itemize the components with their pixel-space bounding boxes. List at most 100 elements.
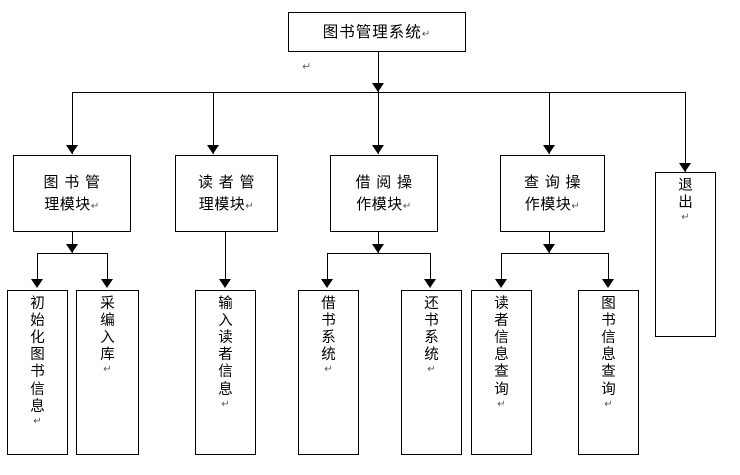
arrow-bus-to-reader-management bbox=[207, 145, 219, 154]
pilcrow-mark: ↵ bbox=[604, 398, 613, 410]
vertical-char: 图 bbox=[30, 347, 45, 364]
vertical-char: 统 bbox=[424, 347, 439, 364]
connector-to-init-book-info bbox=[37, 253, 38, 285]
vertical-char: 统 bbox=[321, 347, 336, 364]
arrow-to-input-reader-info bbox=[219, 279, 231, 288]
bus-line-query-operation bbox=[501, 253, 608, 254]
vertical-char: 读 bbox=[218, 330, 233, 347]
module-box-book-management[interactable]: 图 书 管 理模块↵ bbox=[13, 155, 131, 232]
leaf-box-input-reader-info-label: 输入读者信息↵ bbox=[196, 291, 255, 410]
pilcrow-mark: ↵ bbox=[324, 364, 333, 376]
vertical-char: 退 bbox=[678, 178, 693, 194]
connector-bus-to-reader-management bbox=[213, 92, 214, 154]
vertical-char: 系 bbox=[321, 330, 336, 347]
vertical-char: 信 bbox=[218, 364, 233, 381]
arrow-bus-to-exit bbox=[679, 163, 691, 172]
arrow-root-to-bus bbox=[372, 83, 384, 92]
pilcrow-mark: ↵ bbox=[245, 200, 255, 212]
vertical-char: 图 bbox=[601, 296, 616, 312]
connector-book-management-down bbox=[72, 232, 73, 254]
vertical-char: 信 bbox=[601, 330, 616, 347]
vertical-char: 查 bbox=[494, 364, 509, 381]
connector-to-reader-info-query bbox=[501, 253, 502, 285]
module-box-reader-management[interactable]: 读 者 管 理模块↵ bbox=[175, 155, 278, 232]
leaf-box-reader-info-query-label: 读者信息查询↵ bbox=[472, 291, 531, 410]
vertical-char: 入 bbox=[218, 313, 233, 330]
arrow-to-borrow-book-system bbox=[321, 279, 333, 288]
pilcrow-mark: ↵ bbox=[681, 212, 690, 224]
pilcrow-mark: ↵ bbox=[497, 398, 506, 410]
module-box-reader-management-text: 读 者 管 理模块 bbox=[197, 172, 256, 213]
leaf-box-reader-info-query[interactable]: 读者信息查询↵ bbox=[471, 290, 532, 455]
arrow-borrow-operation-down bbox=[372, 244, 384, 253]
connector-to-input-reader-info bbox=[225, 232, 226, 286]
vertical-char: 还 bbox=[424, 296, 439, 312]
vertical-char: 息 bbox=[601, 347, 616, 364]
vertical-char: 者 bbox=[494, 313, 509, 330]
leaf-box-borrow-book-system[interactable]: 借书系统↵ bbox=[298, 290, 359, 455]
vertical-char: 始 bbox=[30, 313, 45, 330]
bus-line-borrow-operation bbox=[327, 253, 430, 254]
module-box-reader-management-label: 读 者 管 理模块↵ bbox=[176, 172, 277, 216]
module-box-borrow-operation[interactable]: 借 阅 操 作模块↵ bbox=[330, 155, 438, 232]
vertical-char: 系 bbox=[424, 330, 439, 347]
leaf-box-book-info-query[interactable]: 图书信息查询↵ bbox=[578, 290, 639, 455]
pilcrow-mark: ↵ bbox=[221, 398, 230, 410]
arrow-to-book-info-query bbox=[602, 279, 614, 288]
connector-to-acquisition-cataloging bbox=[107, 253, 108, 285]
vertical-char: 查 bbox=[601, 364, 616, 381]
module-box-query-operation[interactable]: 查 询 操 作模块↵ bbox=[500, 155, 605, 232]
vertical-char: 信 bbox=[30, 381, 45, 398]
connector-bus-to-query-operation bbox=[549, 92, 550, 154]
leaf-box-init-book-info[interactable]: 初始化图书信息↵ bbox=[7, 290, 68, 455]
root-box-library-management-system[interactable]: 图书管理系统↵ bbox=[288, 12, 466, 52]
vertical-char: 息 bbox=[494, 347, 509, 364]
arrow-query-operation-down bbox=[543, 244, 555, 253]
pilcrow-mark: ↵ bbox=[421, 28, 432, 40]
connector-bus-to-book-management bbox=[72, 92, 73, 154]
module-box-query-operation-text: 查 询 操 作模块 bbox=[523, 172, 582, 213]
module-box-exit[interactable]: 退出↵ bbox=[655, 172, 716, 337]
pilcrow-mark: ↵ bbox=[427, 364, 436, 376]
pilcrow-mark: ↵ bbox=[402, 200, 412, 212]
pilcrow-mark: ↵ bbox=[90, 200, 100, 212]
vertical-char: 息 bbox=[30, 398, 45, 415]
module-box-exit-label: 退出↵ bbox=[656, 173, 715, 223]
arrow-bus-to-borrow-operation bbox=[372, 145, 384, 154]
vertical-char: 读 bbox=[494, 296, 509, 312]
module-box-book-management-text: 图 书 管 理模块 bbox=[43, 172, 101, 213]
leaf-box-return-book-system-label: 还书系统↵ bbox=[402, 291, 461, 375]
leaf-box-book-info-query-label: 图书信息查询↵ bbox=[579, 291, 638, 410]
vertical-char: 信 bbox=[494, 330, 509, 347]
arrow-to-init-book-info bbox=[31, 279, 43, 288]
vertical-char: 库 bbox=[100, 347, 115, 364]
bus-line-book-management bbox=[37, 253, 107, 254]
connector-bus-to-borrow-operation bbox=[378, 92, 379, 154]
module-box-borrow-operation-label: 借 阅 操 作模块↵ bbox=[331, 172, 437, 216]
vertical-char: 出 bbox=[678, 195, 693, 212]
stray-pilcrow-mark: ↵ bbox=[302, 60, 312, 73]
leaf-box-acquisition-cataloging[interactable]: 采编入库↵ bbox=[76, 290, 139, 455]
vertical-char: 借 bbox=[321, 296, 336, 312]
vertical-char: 初 bbox=[30, 296, 45, 312]
leaf-box-init-book-info-label: 初始化图书信息↵ bbox=[8, 291, 67, 427]
connector-root-to-bus bbox=[378, 52, 379, 92]
vertical-char: 化 bbox=[30, 330, 45, 347]
arrow-bus-to-query-operation bbox=[543, 145, 555, 154]
arrow-to-acquisition-cataloging bbox=[101, 279, 113, 288]
pilcrow-mark: ↵ bbox=[103, 364, 112, 376]
arrow-book-management-down bbox=[66, 244, 78, 253]
connector-bus-to-exit bbox=[685, 92, 686, 172]
connector-to-borrow-book-system bbox=[327, 253, 328, 285]
vertical-char: 编 bbox=[100, 313, 115, 330]
vertical-char: 书 bbox=[30, 364, 45, 381]
arrow-to-reader-info-query bbox=[495, 279, 507, 288]
leaf-box-acquisition-cataloging-label: 采编入库↵ bbox=[77, 291, 138, 375]
vertical-char: 息 bbox=[218, 381, 233, 398]
leaf-box-return-book-system[interactable]: 还书系统↵ bbox=[401, 290, 462, 455]
root-box-label: 图书管理系统↵ bbox=[289, 21, 465, 43]
connector-query-operation-down bbox=[549, 232, 550, 254]
vertical-char: 输 bbox=[218, 296, 233, 312]
leaf-box-input-reader-info[interactable]: 输入读者信息↵ bbox=[195, 290, 256, 455]
